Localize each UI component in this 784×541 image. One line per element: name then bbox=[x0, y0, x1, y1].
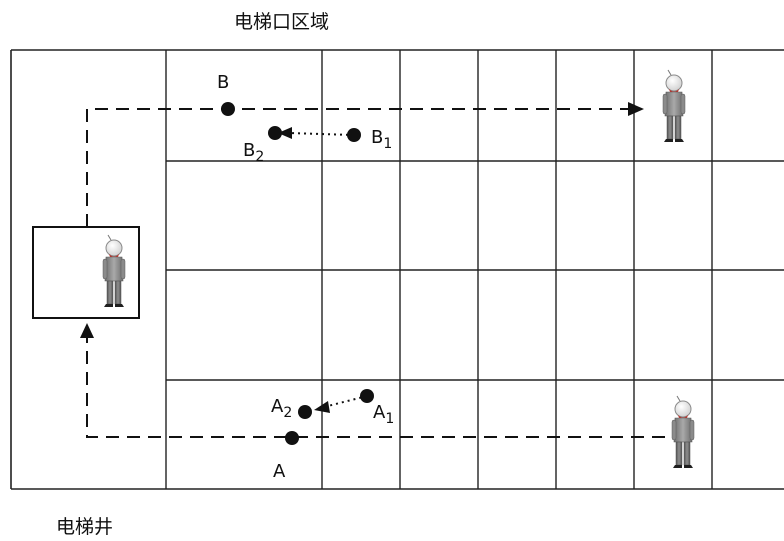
label-a: A bbox=[273, 461, 286, 482]
person-icon bbox=[662, 69, 686, 143]
route-lower-segment bbox=[86, 338, 665, 438]
point-b2 bbox=[268, 126, 282, 140]
label-b2: B2 bbox=[243, 140, 264, 165]
label-a1: A1 bbox=[373, 402, 394, 427]
point-a bbox=[285, 431, 299, 445]
floor-grid bbox=[165, 50, 784, 489]
arrowhead-right-icon bbox=[628, 102, 644, 116]
dotted-move-b1-b2 bbox=[288, 132, 355, 136]
dashed-route bbox=[86, 108, 665, 438]
point-a2 bbox=[298, 405, 312, 419]
label-a2: A2 bbox=[271, 396, 292, 421]
arrowhead-left-icon bbox=[278, 127, 292, 139]
person-icon bbox=[671, 395, 695, 469]
label-b1: B1 bbox=[371, 127, 392, 152]
point-b bbox=[221, 102, 235, 116]
arrowhead-up-icon bbox=[80, 323, 94, 338]
arrowhead-left-icon bbox=[314, 401, 330, 413]
label-b: B bbox=[217, 72, 229, 93]
caption-elevator-lobby: 电梯口区域 bbox=[234, 11, 329, 33]
point-a1 bbox=[360, 389, 374, 403]
caption-elevator-shaft: 电梯井 bbox=[56, 516, 113, 537]
point-b1 bbox=[347, 128, 361, 142]
route-upper-segment bbox=[86, 108, 628, 227]
